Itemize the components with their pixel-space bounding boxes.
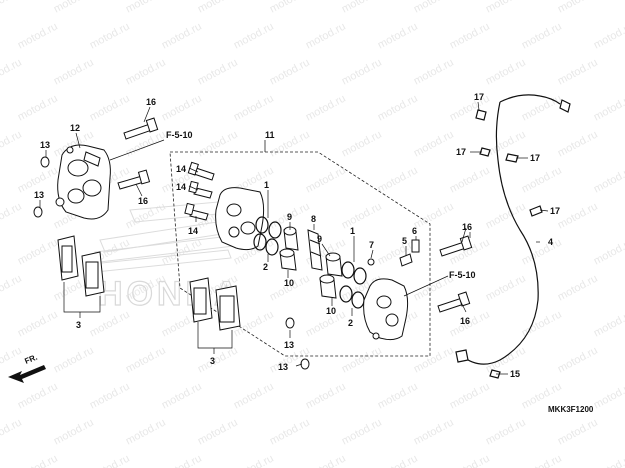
part-label-4[interactable]: 4 [548, 237, 553, 247]
part-label-1[interactable]: 1 [264, 180, 269, 190]
bleeder-parts [367, 239, 420, 267]
part-label-9[interactable]: 9 [317, 234, 322, 244]
left-brake-pads [57, 235, 105, 297]
part-label-14[interactable]: 14 [176, 182, 186, 192]
part-label-3[interactable]: 3 [210, 356, 215, 366]
part-label-1[interactable]: 1 [350, 226, 355, 236]
part-label-11[interactable]: 11 [265, 130, 275, 140]
part-label-13[interactable]: 13 [284, 340, 294, 350]
part-label-2[interactable]: 2 [348, 318, 353, 328]
part-label-13[interactable]: 13 [278, 362, 288, 372]
part-label-16[interactable]: 16 [138, 196, 148, 206]
part-label-5[interactable]: 5 [402, 236, 407, 246]
part-label-6[interactable]: 6 [412, 226, 417, 236]
reference-f-5-10-right[interactable]: F-5-10 [449, 270, 476, 280]
part-label-15[interactable]: 15 [510, 369, 520, 379]
washers [33, 156, 310, 370]
part-label-13[interactable]: 13 [34, 190, 44, 200]
part-label-9[interactable]: 9 [287, 212, 292, 222]
part-label-17[interactable]: 17 [530, 153, 540, 163]
part-label-10[interactable]: 10 [326, 306, 336, 316]
pistons-left [279, 226, 299, 271]
part-label-17[interactable]: 17 [474, 92, 484, 102]
left-caliper [55, 144, 111, 220]
reference-f-5-10-left[interactable]: F-5-10 [166, 130, 193, 140]
diagram-code: MKK3F1200 [548, 405, 594, 414]
part-label-16[interactable]: 16 [462, 222, 472, 232]
part-label-2[interactable]: 2 [263, 262, 268, 272]
seals-left [253, 216, 282, 256]
part-label-7[interactable]: 7 [369, 240, 374, 250]
pad-spring [307, 229, 323, 271]
sensor-harness [455, 94, 571, 379]
part-label-16[interactable]: 16 [460, 316, 470, 326]
part-label-14[interactable]: 14 [188, 226, 198, 236]
part-labels: 16 12 13 13 16 F-5-10 11 14 14 14 1 2 9 … [34, 92, 594, 414]
middle-brake-pads [189, 277, 241, 331]
part-label-16[interactable]: 16 [146, 97, 156, 107]
front-direction-arrow: FR. [8, 353, 46, 383]
assembly-outline [169, 140, 431, 357]
part-label-17[interactable]: 17 [456, 147, 466, 157]
caliper-inner-half [215, 187, 265, 251]
honda-brand-text: HONDA [98, 275, 243, 313]
part-label-17[interactable]: 17 [550, 206, 560, 216]
part-label-3[interactable]: 3 [76, 320, 81, 330]
leader-lines [39, 101, 549, 375]
caliper-outer-half [363, 278, 409, 341]
part-label-14[interactable]: 14 [176, 164, 186, 174]
part-label-12[interactable]: 12 [70, 123, 80, 133]
front-label: FR. [23, 353, 38, 366]
pistons-right [319, 252, 343, 299]
part-label-10[interactable]: 10 [284, 278, 294, 288]
part-label-8[interactable]: 8 [311, 214, 316, 224]
seals-right [339, 261, 367, 309]
part-label-13[interactable]: 13 [40, 140, 50, 150]
